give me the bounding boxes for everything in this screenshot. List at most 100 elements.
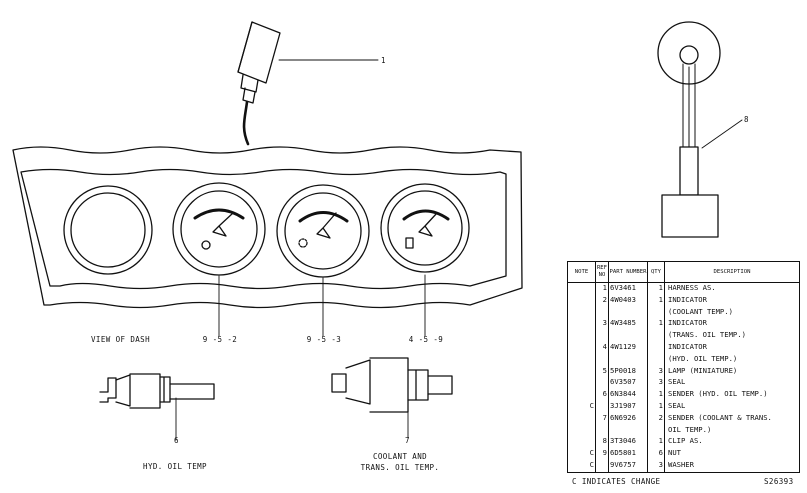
cell-desc: INDICATOR xyxy=(668,342,707,352)
cell-ref: 8 xyxy=(595,436,609,449)
cell-qty: 1 xyxy=(647,401,665,413)
cell-part: 5P0018 xyxy=(608,365,648,378)
cell-ref xyxy=(595,353,609,366)
cell-qty: 1 xyxy=(647,318,665,331)
cell-note xyxy=(567,330,596,343)
header-ref: REF NO xyxy=(595,261,609,283)
cell-note xyxy=(567,342,596,354)
cell-qty: 1 xyxy=(647,436,665,449)
cell-note xyxy=(567,353,596,366)
cell-qty: 6 xyxy=(647,448,665,461)
table-row: (TRANS. OIL TEMP.) xyxy=(567,330,800,343)
cell-qty: 2 xyxy=(647,412,665,425)
cell-ref: 3 xyxy=(595,318,609,331)
cell-desc: LAMP (MINIATURE) xyxy=(668,365,738,375)
cell-note xyxy=(567,294,596,307)
callout-8: 8 xyxy=(744,115,749,124)
cell-note xyxy=(567,282,596,295)
coolant-caption-line1: COOLANT AND xyxy=(372,452,428,461)
cell-desc: SEAL xyxy=(668,401,686,411)
cell-part: 4W3485 xyxy=(608,318,648,331)
clip-illustration xyxy=(657,21,743,238)
harness-lamp-illustration xyxy=(237,21,379,146)
cell-ref: 7 xyxy=(595,412,609,425)
view-of-dash-caption: VIEW OF DASH xyxy=(91,335,150,344)
cell-part: 6V3507 xyxy=(608,377,648,390)
cell-part: 6N6926 xyxy=(608,412,648,425)
header-note: NOTE xyxy=(567,261,596,283)
cell-ref xyxy=(595,460,609,473)
cell-desc: HARNESS AS. xyxy=(668,283,716,292)
cell-part: 6N3844 xyxy=(608,389,648,402)
drawing-code: S26393 xyxy=(764,477,794,486)
callout-gauge-2: 9 -5 -3 xyxy=(306,335,342,344)
cell-qty xyxy=(647,342,665,354)
cell-note: C xyxy=(567,448,596,461)
cell-part xyxy=(608,353,648,366)
callout-gauge-3: 4 -5 -9 xyxy=(408,335,444,344)
cell-qty: 1 xyxy=(647,282,665,295)
cell-note: C xyxy=(567,460,596,473)
callout-7: 7 xyxy=(405,436,410,445)
cell-ref: 1 xyxy=(595,282,609,295)
header-part: PART NUMBER xyxy=(608,261,648,283)
cell-ref xyxy=(595,306,609,319)
cell-qty xyxy=(647,353,665,366)
parts-table-header: NOTE REF NO PART NUMBER QTY DESCRIPTION xyxy=(567,261,800,283)
cell-part: 4W1129 xyxy=(608,342,648,354)
cell-ref: 2 xyxy=(595,294,609,307)
cell-part: 6V3461 xyxy=(608,282,648,295)
cell-qty: 1 xyxy=(647,389,665,402)
cell-ref xyxy=(595,401,609,413)
cell-qty: 3 xyxy=(647,365,665,378)
cell-ref: 6 xyxy=(595,389,609,402)
cell-ref: 9 xyxy=(595,448,609,461)
cell-part: 4W0403 xyxy=(608,294,648,307)
cell-ref xyxy=(595,377,609,390)
coolant-caption-line2: TRANS. OIL TEMP. xyxy=(360,463,440,472)
cell-desc: (TRANS. OIL TEMP.) xyxy=(668,330,746,340)
callout-gauge-1: 9 -5 -2 xyxy=(202,335,238,344)
cell-ref xyxy=(595,424,609,437)
callout-1: 1 xyxy=(381,56,386,65)
callout-6: 6 xyxy=(174,436,179,445)
header-qty: QTY xyxy=(647,261,665,283)
cell-note xyxy=(567,306,596,319)
cell-ref xyxy=(595,330,609,343)
header-description: DESCRIPTION xyxy=(664,261,800,283)
cell-desc: INDICATOR xyxy=(668,318,707,328)
cell-note xyxy=(567,389,596,402)
cell-desc: (COOLANT TEMP.) xyxy=(668,306,733,316)
cell-desc: SEAL xyxy=(668,377,686,387)
cell-desc: INDICATOR xyxy=(668,294,707,304)
cell-qty xyxy=(647,306,665,319)
cell-part: 6D5801 xyxy=(608,448,648,461)
coolant-trans-temp-sender-illustration xyxy=(331,357,453,439)
cell-ref: 5 xyxy=(595,365,609,378)
cell-part xyxy=(608,330,648,343)
cell-note xyxy=(567,377,596,390)
cell-note xyxy=(567,412,596,425)
table-row: (HYD. OIL TEMP.) xyxy=(567,353,800,366)
parts-table: NOTE REF NO PART NUMBER QTY DESCRIPTION … xyxy=(567,261,800,473)
cell-part: 3T3046 xyxy=(608,436,648,449)
cell-part: 3J1907 xyxy=(608,401,648,413)
cell-desc: OIL TEMP.) xyxy=(668,424,712,434)
cell-desc: NUT xyxy=(668,448,681,458)
cell-desc: CLIP AS. xyxy=(668,436,703,446)
cell-note: C xyxy=(567,401,596,413)
cell-part xyxy=(608,424,648,437)
table-row: (COOLANT TEMP.) xyxy=(567,306,800,319)
hyd-oil-temp-sender-illustration xyxy=(99,373,215,441)
